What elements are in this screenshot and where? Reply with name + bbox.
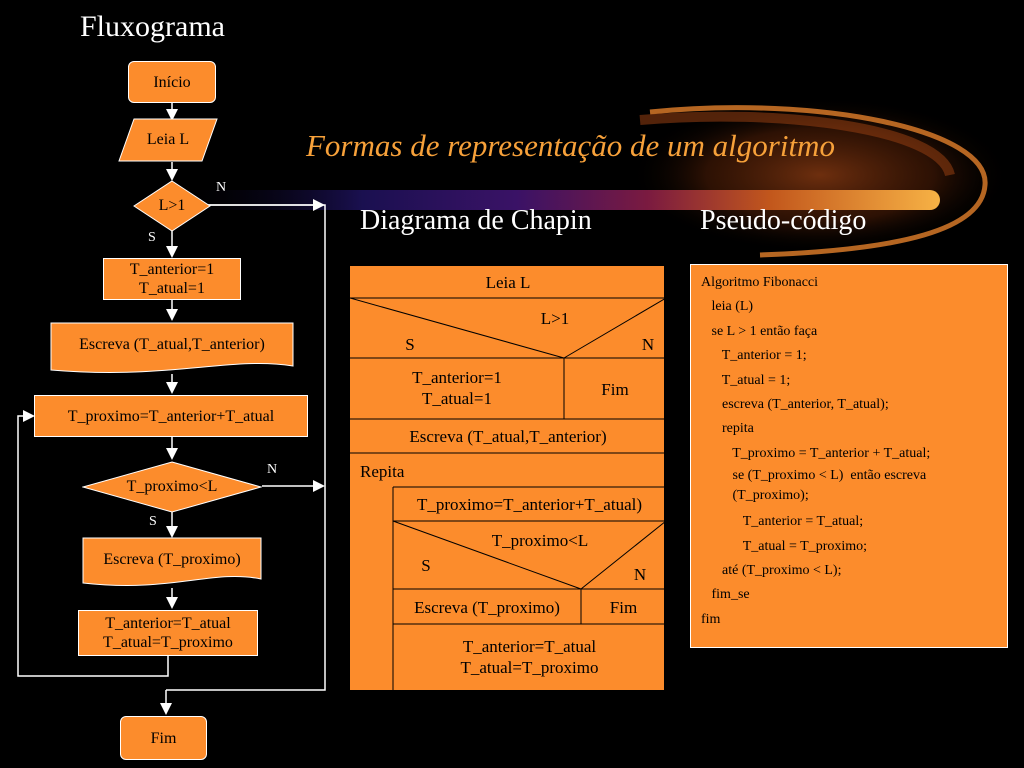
- code-line: escreva (T_anterior, T_atual);: [701, 397, 889, 413]
- code-line: T_atual = T_proximo;: [701, 538, 868, 554]
- code-line: T_anterior = T_atual;: [701, 514, 864, 530]
- decision-l-gt-1: [133, 180, 211, 232]
- end-node: Fim: [120, 716, 207, 760]
- code-line: (T_proximo);: [701, 488, 809, 504]
- branch-no-label: N: [216, 180, 227, 195]
- init-line-2: T_atual=1: [139, 280, 205, 297]
- chapin-end-branch: Fim: [601, 380, 629, 399]
- read-input-node: [118, 118, 218, 162]
- chapin-repeat: Repita: [360, 462, 405, 481]
- code-line: leia (L): [701, 299, 754, 315]
- code-line: Algoritmo Fibonacci: [701, 275, 819, 290]
- decision-proximo-lt-l-label: T_proximo<L: [126, 478, 218, 495]
- chapin-next-term: T_proximo=T_anterior+T_atual): [417, 495, 642, 514]
- code-line: fim: [701, 611, 721, 627]
- code-line: repita: [701, 421, 754, 437]
- chapin-cond2: T_proximo<L: [491, 531, 589, 550]
- code-line: se (T_proximo < L) então escreva: [701, 468, 927, 484]
- chapin-cond2-yes: S: [421, 556, 431, 575]
- chapin-init-line-2: T_atual=1: [421, 389, 492, 408]
- chapin-cond2-no: N: [633, 565, 647, 584]
- update-process: T_anterior=T_atual T_atual=T_proximo: [78, 610, 258, 656]
- code-line: T_anterior = 1;: [701, 348, 807, 364]
- chapin-diagram: Leia L L>1 S N T_anterior=1 T_atual=1 Fi…: [349, 265, 666, 692]
- output-node-2: [82, 537, 262, 586]
- start-node: Início: [128, 61, 216, 103]
- end-label: Fim: [150, 729, 177, 747]
- chapin-output-2: Escreva (T_proximo): [414, 598, 560, 617]
- chapin-cond1-yes: S: [405, 335, 415, 354]
- code-line: fim_se: [701, 587, 750, 603]
- decision-l-gt-1-label: L>1: [158, 197, 186, 214]
- page-title: Formas de representação de um algoritmo: [306, 128, 835, 163]
- pseudo-code-panel: Algoritmo Fibonacci leia (L) se L > 1 en…: [690, 264, 1008, 648]
- chapin-init-line-1: T_anterior=1: [412, 368, 502, 387]
- init-line-1: T_anterior=1: [129, 261, 215, 278]
- chapin-grid: [350, 297, 666, 692]
- chapin-cond1-no: N: [641, 335, 655, 354]
- code-line: T_proximo = T_anterior + T_atual;: [701, 445, 931, 461]
- chapin-update: T_anterior=T_atual T_atual=T_proximo: [393, 636, 666, 678]
- chapin-end-2: Fim: [609, 598, 638, 617]
- pseudo-title: Pseudo-código: [700, 205, 867, 236]
- next-term-process: T_proximo=T_anterior+T_atual: [34, 395, 308, 437]
- chapin-update-line-2: T_atual=T_proximo: [460, 658, 599, 677]
- branch-yes-label: S: [148, 230, 156, 245]
- update-line-2: T_atual=T_proximo: [103, 634, 233, 651]
- loop-yes-label: S: [149, 514, 157, 529]
- flowchart-title: Fluxograma: [80, 10, 225, 43]
- output-node-1-label: Escreva (T_atual,T_anterior): [79, 336, 265, 353]
- read-input-label: Leia L: [146, 131, 190, 148]
- next-term-label: T_proximo=T_anterior+T_atual: [67, 407, 275, 425]
- code-line: T_atual = 1;: [701, 372, 791, 388]
- start-label: Início: [153, 73, 191, 91]
- output-node-2-label: Escreva (T_proximo): [103, 551, 241, 568]
- decision-proximo-lt-l: [82, 461, 262, 513]
- chapin-title: Diagrama de Chapin: [360, 205, 592, 236]
- chapin-output-1: Escreva (T_atual,T_anterior): [409, 427, 607, 446]
- chapin-cond1: L>1: [540, 309, 570, 328]
- chapin-init: T_anterior=1 T_atual=1: [350, 367, 564, 409]
- code-line: até (T_proximo < L);: [701, 563, 842, 579]
- loop-no-label: N: [267, 462, 278, 477]
- update-line-1: T_anterior=T_atual: [105, 615, 231, 632]
- code-line: se L > 1 então faça: [701, 323, 818, 339]
- chapin-read: Leia L: [485, 273, 531, 292]
- output-node-1: [50, 322, 294, 373]
- init-process: T_anterior=1 T_atual=1: [103, 258, 241, 300]
- chapin-update-line-1: T_anterior=T_atual: [462, 637, 597, 656]
